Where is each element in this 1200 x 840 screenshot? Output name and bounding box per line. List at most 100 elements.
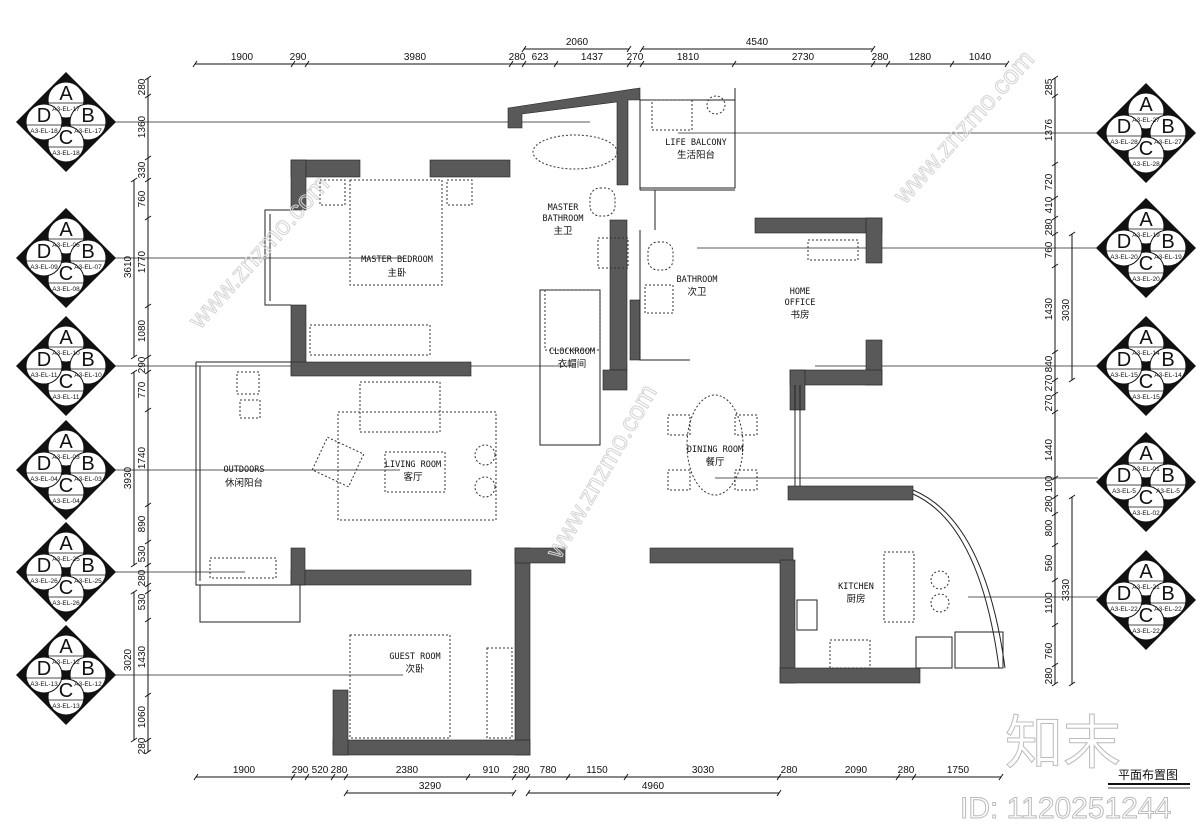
dimension-tick: [623, 773, 629, 781]
marker-sheet-code: A3-EL-02: [1132, 510, 1160, 517]
marker-diamond: [16, 625, 116, 725]
watermark-id: ID: 1120251244: [960, 792, 1171, 825]
dimension-tick: [304, 773, 310, 781]
dimension-tick: [1068, 377, 1076, 383]
dimension-label: 280: [137, 569, 148, 586]
watermark-site: www.znzmo.com: [539, 379, 663, 564]
marker-sheet-code: A3-EL-08: [52, 286, 80, 293]
dimension-tick: [895, 773, 901, 781]
dimension-tick: [290, 773, 296, 781]
dimension-label: 280: [509, 52, 526, 63]
dimension-label: 1900: [231, 52, 254, 63]
dimension-tick: [1051, 377, 1059, 383]
dimension-tick: [192, 60, 198, 68]
dimension-label: 800: [1044, 519, 1055, 536]
dimension-label: 1430: [1044, 297, 1055, 320]
marker-letter: B: [81, 555, 94, 577]
room-home-office: HOME OFFICE 书房: [785, 287, 816, 321]
marker-letter: A: [1139, 561, 1153, 583]
dimension-label: 1150: [586, 765, 608, 776]
marker-letter: B: [1161, 349, 1174, 371]
dimension-tick: [525, 773, 531, 781]
marker-letter: A: [1139, 443, 1153, 465]
marker-diamond: [16, 316, 116, 416]
room-name-zh: 衣帽间: [558, 358, 587, 370]
room-name-zh: 餐厅: [705, 456, 725, 468]
room-outdoors: OUTDOORS 休闲阳台: [224, 465, 265, 489]
living-rug: [337, 411, 497, 521]
dimension-tick: [911, 773, 917, 781]
marker-sheet-code: A3-EL-20: [1110, 254, 1138, 261]
dimension-tick: [290, 60, 296, 68]
dimension-tick: [193, 773, 199, 781]
dimension-label: 1280: [909, 52, 932, 63]
marker-letter: A: [59, 636, 73, 658]
dimension-label: 3930: [123, 466, 134, 489]
dimension-tick: [144, 215, 152, 221]
marker-sheet-code: A3-EL-28: [1132, 161, 1160, 168]
dimension-tick: [130, 562, 138, 568]
dimension-tick: [521, 60, 527, 68]
room-name-en: OUTDOORS: [224, 465, 265, 475]
marker-letter: C: [59, 263, 73, 285]
marker-sheet-code: A3-EL-5: [1156, 488, 1180, 495]
marker-sheet-code: A3-EL-20: [1132, 276, 1160, 283]
dimension-label: 770: [137, 381, 148, 398]
marker-sheet-code: A3-EL-22: [1132, 628, 1160, 635]
room-name-zh: 次卧: [405, 663, 425, 675]
marker-sheet-code: A3-EL-12: [74, 681, 102, 688]
bathtub: [532, 134, 618, 170]
dimension-tick: [521, 45, 527, 53]
dimension-label: 330: [137, 161, 148, 178]
dimension-label: 520: [312, 765, 329, 776]
dimension-tick: [144, 617, 152, 623]
coffee-table: [384, 451, 446, 493]
dimension-tick: [144, 692, 152, 698]
marker-sheet-code: A3-EL-18: [52, 150, 80, 157]
dimension-label: 1740: [137, 446, 148, 469]
marker-letter: B: [81, 349, 94, 371]
marker-letter: C: [59, 475, 73, 497]
dimension-label: 1437: [581, 52, 604, 63]
room-master-bedroom: MASTER BEDROOM 主卧: [361, 255, 433, 279]
reference-lines: [114, 121, 1098, 676]
dimension-tick: [465, 773, 471, 781]
dimension-label: 1770: [137, 250, 148, 273]
dimension-tick: [343, 773, 349, 781]
dimension-tick: [144, 93, 152, 99]
marker-sheet-code: A3-EL-21: [1132, 584, 1160, 591]
marker-sheet-code: A3-EL-27: [1132, 117, 1160, 124]
dimension-label: 1080: [137, 319, 148, 342]
dimension-tick: [998, 773, 1004, 781]
room-name-en: GUEST ROOM: [389, 652, 440, 662]
dimension-tick: [776, 789, 782, 797]
dimension-label: 4540: [746, 37, 769, 48]
dimension-tick: [130, 589, 138, 595]
dimension-label: 100: [1044, 475, 1055, 492]
outdoor-bench: [209, 557, 277, 579]
dimension-tick: [1068, 681, 1076, 687]
dimension-label: 560: [1044, 554, 1055, 571]
dimension-label: 270: [627, 52, 644, 63]
marker-sheet-code: A3-EL-03: [74, 476, 102, 483]
guest-bed: [349, 634, 451, 739]
marker-circle: [1105, 114, 1143, 152]
dimension-label: 760: [1044, 642, 1055, 659]
marker-sheet-code: A3-EL-01: [1132, 466, 1160, 473]
dimension-tick: [1051, 93, 1059, 99]
marker-sheet-code: A3-EL-22: [1154, 606, 1182, 613]
room-name-en: LIVING ROOM: [385, 460, 441, 470]
marker-letter: B: [81, 658, 94, 680]
room-name-zh: 次卫: [687, 286, 707, 298]
marker-sheet-code: A3-EL-11: [53, 394, 80, 401]
dimension-label: 285: [1044, 78, 1055, 95]
marker-sheet-code: A3-EL-5: [1112, 488, 1136, 495]
dimension-tick: [870, 60, 876, 68]
marker-sheet-code: A3-EL-10: [52, 350, 80, 357]
marker-circle: [25, 553, 63, 591]
dimension-tick: [144, 749, 152, 755]
marker-circle: [25, 451, 63, 489]
